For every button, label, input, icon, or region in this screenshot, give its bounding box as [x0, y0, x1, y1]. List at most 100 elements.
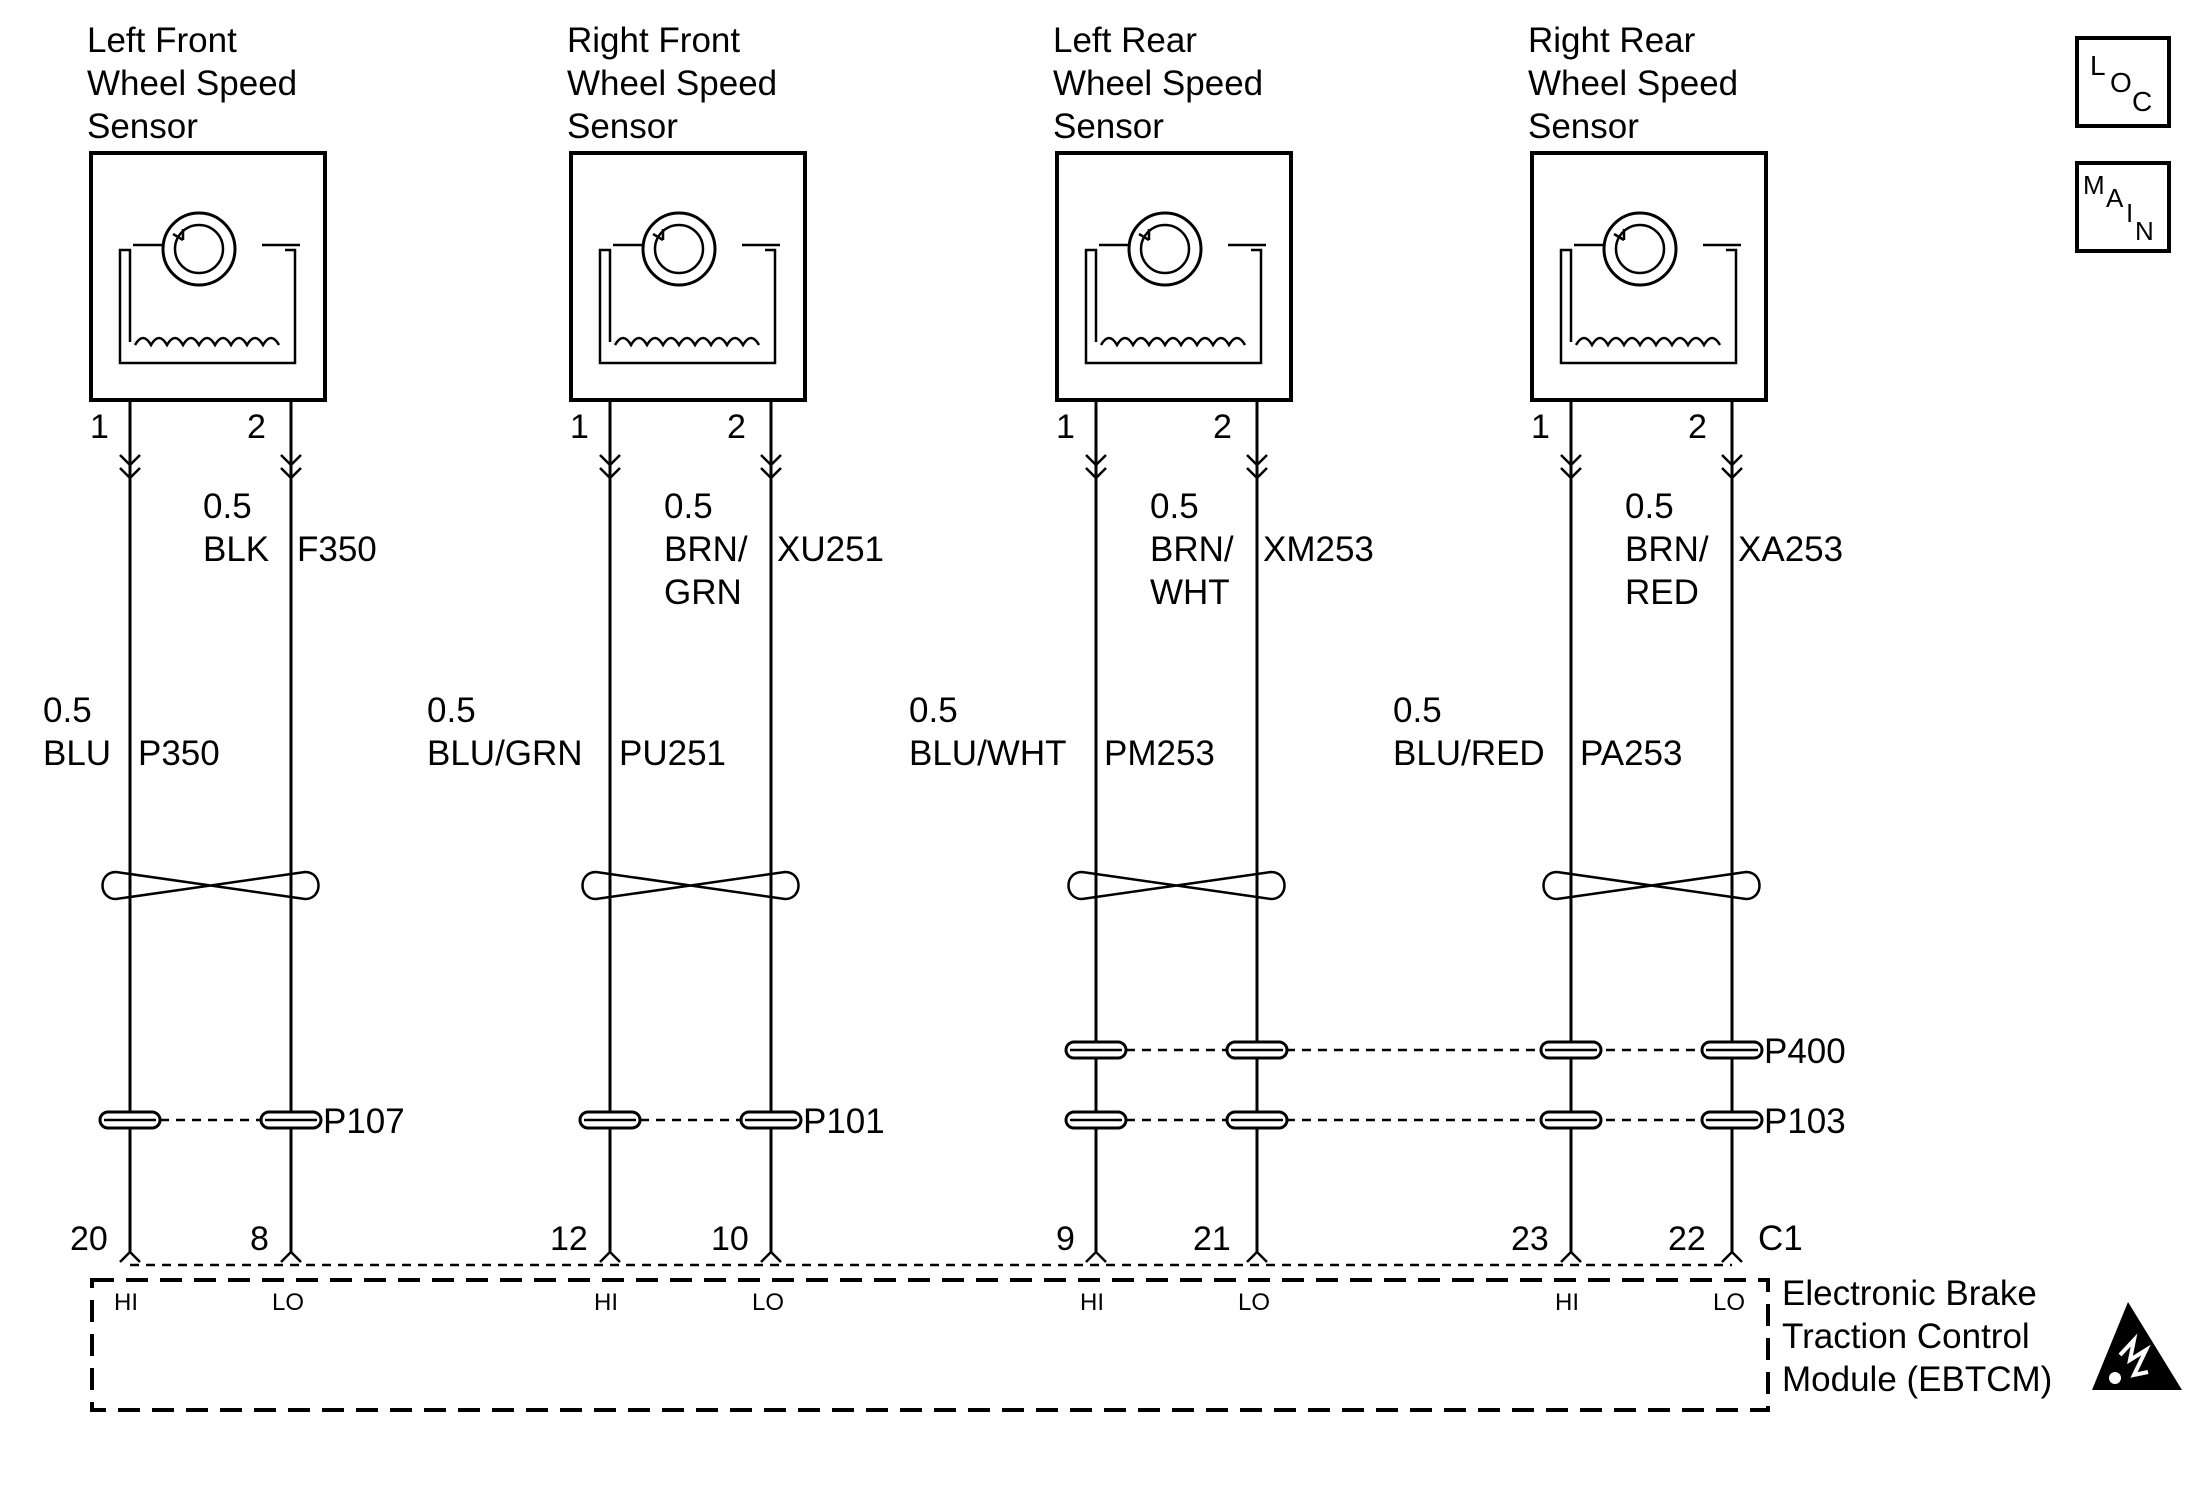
terminal-lo-label: LO	[752, 1289, 784, 1316]
pin-number: 23	[1511, 1220, 1549, 1258]
terminal-lo-label: LO	[1238, 1289, 1270, 1316]
sensor-title-line: Wheel Speed	[567, 64, 777, 103]
sensor-title-line: Wheel Speed	[1528, 64, 1738, 103]
wire-color: BRN/	[1625, 530, 1709, 569]
pin-terminal-icon	[119, 1250, 302, 1263]
wire-color: BLU/RED	[1393, 734, 1545, 773]
pin-number: 1	[570, 408, 589, 446]
circuit-number: F350	[297, 530, 377, 569]
wire-size: 0.5	[909, 691, 958, 730]
terminal-hi-label: HI	[114, 1289, 138, 1316]
connector-arrow-icon	[599, 454, 782, 480]
loc-letter: L	[2090, 50, 2106, 81]
inline-connector-p101	[578, 1110, 803, 1130]
pin-number: 21	[1193, 1220, 1231, 1258]
wire-size: 0.5	[1150, 487, 1199, 526]
terminal-lo-label: LO	[272, 1289, 304, 1316]
pin-number: 2	[727, 408, 746, 446]
sensor-title-line: Sensor	[567, 107, 678, 146]
loc-letter: C	[2132, 86, 2152, 117]
pin-number: 20	[70, 1220, 108, 1258]
sensor-title-line: Wheel Speed	[1053, 64, 1263, 103]
main-letter: M	[2083, 170, 2105, 200]
twisted-pair-symbol	[1542, 870, 1761, 901]
main-letter: N	[2135, 216, 2154, 246]
pin-terminal-icon	[1085, 1250, 1268, 1263]
sensor-title-line: Left Rear	[1053, 21, 1197, 60]
pin-number: 1	[1056, 408, 1075, 446]
terminal-hi-label: HI	[594, 1289, 618, 1316]
twisted-pair-symbol	[101, 870, 320, 901]
inline-connector-p400	[1064, 1040, 1764, 1060]
connector-label: P103	[1764, 1102, 1846, 1141]
pin-number: 1	[90, 408, 109, 446]
sensor-title-line: Sensor	[87, 107, 198, 146]
wire-color: BLK	[203, 530, 269, 569]
terminal-hi-label: HI	[1555, 1289, 1579, 1316]
circuit-number: P350	[138, 734, 220, 773]
wire-size: 0.5	[1393, 691, 1442, 730]
twisted-pair-symbol	[581, 870, 800, 901]
circuit-number: XM253	[1263, 530, 1374, 569]
sensor-title-line: Wheel Speed	[87, 64, 297, 103]
connector-label: P400	[1764, 1032, 1846, 1071]
wire-color: RED	[1625, 573, 1699, 612]
terminal-hi-label: HI	[1080, 1289, 1104, 1316]
wire-color: BLU	[43, 734, 111, 773]
module-name-line: Traction Control	[1782, 1317, 2030, 1356]
main-letter: A	[2106, 183, 2124, 213]
wire-size: 0.5	[1625, 487, 1674, 526]
wire-color: GRN	[664, 573, 742, 612]
circuit-number: PU251	[619, 734, 726, 773]
pin-number: 9	[1056, 1220, 1075, 1258]
pin-number: 22	[1668, 1220, 1706, 1258]
wheel-speed-sensor-symbol	[1055, 151, 1293, 402]
terminal-lo-label: LO	[1713, 1289, 1745, 1316]
wire-color: BLU/WHT	[909, 734, 1067, 773]
pin-number: 12	[550, 1220, 588, 1258]
wire-size: 0.5	[43, 691, 92, 730]
loc-letter: O	[2110, 67, 2132, 98]
circuit-number: PM253	[1104, 734, 1215, 773]
pin-number: 2	[1688, 408, 1707, 446]
connector-arrow-icon	[1560, 454, 1743, 480]
connector-label: P101	[803, 1102, 885, 1141]
sensor-title-line: Right Rear	[1528, 21, 1696, 60]
wire-size: 0.5	[664, 487, 713, 526]
circuit-number: XA253	[1738, 530, 1843, 569]
wire-size: 0.5	[203, 487, 252, 526]
wire-color: BRN/	[664, 530, 748, 569]
esd-warning-icon	[2092, 1302, 2182, 1390]
inline-connector-p103	[1064, 1110, 1764, 1130]
connector-label: P107	[323, 1102, 405, 1141]
pin-number: 8	[250, 1220, 269, 1258]
connector-arrow-icon	[1085, 454, 1268, 480]
sensor-title-line: Left Front	[87, 21, 237, 60]
inline-connector-p107	[98, 1110, 323, 1130]
sensor-group-left-rear: Left Rear Wheel Speed Sensor 1 2 0.5 BRN…	[909, 21, 1374, 1316]
sensor-title-line: Sensor	[1053, 107, 1164, 146]
main-letter: I	[2126, 198, 2133, 228]
sensor-group-right-front: Right Front Wheel Speed Sensor 1 2 0.5 B…	[427, 21, 885, 1316]
twisted-pair-symbol	[1067, 870, 1286, 901]
pin-terminal-icon	[599, 1250, 782, 1263]
circuit-number: XU251	[777, 530, 884, 569]
wheel-speed-sensor-symbol	[1530, 151, 1768, 402]
pin-number: 1	[1531, 408, 1550, 446]
wheel-speed-sensor-symbol	[569, 151, 807, 402]
pin-number: 2	[247, 408, 266, 446]
loc-button[interactable]: L O C	[2075, 36, 2171, 128]
wire-color: BLU/GRN	[427, 734, 583, 773]
connector-label: C1	[1758, 1219, 1803, 1258]
pin-number: 10	[711, 1220, 749, 1258]
main-button[interactable]: M A I N	[2075, 161, 2171, 253]
circuit-number: PA253	[1580, 734, 1683, 773]
sensor-group-left-front: Left Front Wheel Speed Sensor 1 2 0.5 BL…	[43, 21, 405, 1316]
wheel-speed-sensor-symbol	[89, 151, 327, 402]
wire-color: BRN/	[1150, 530, 1234, 569]
wire-size: 0.5	[427, 691, 476, 730]
module-name-line: Module (EBTCM)	[1782, 1360, 2052, 1399]
pin-terminal-icon	[1560, 1250, 1743, 1263]
module-name-line: Electronic Brake	[1782, 1274, 2037, 1313]
